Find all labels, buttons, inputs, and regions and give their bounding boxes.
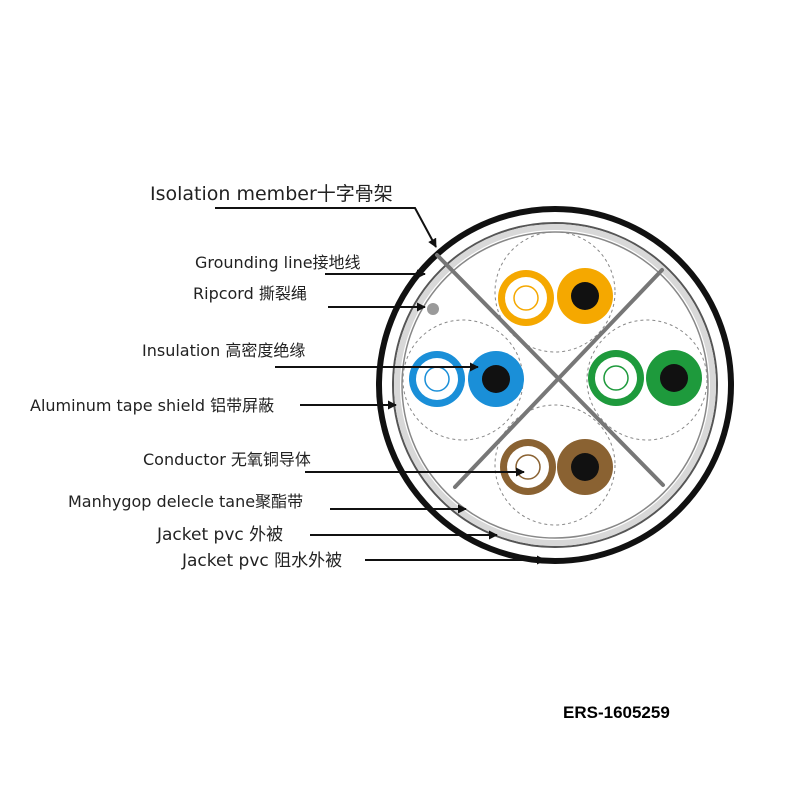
pair-boundary-top xyxy=(494,231,616,353)
polyester-tape-label: Manhygop delecle tane聚酯带 xyxy=(68,492,303,511)
ripcord-label: Ripcord 撕裂绳 xyxy=(193,284,307,303)
pair-blue xyxy=(409,351,524,407)
pair-boundary-right xyxy=(586,319,708,441)
pair-boundary-bottom xyxy=(494,404,616,526)
polyester-tape-ring xyxy=(394,224,716,546)
pair-orange xyxy=(498,268,613,326)
jacket-pvc-water-label: Jacket pvc 阻水外被 xyxy=(181,551,342,571)
isolation-member-leader xyxy=(215,207,437,248)
conductor-label: Conductor 无氧铜导体 xyxy=(143,450,311,469)
product-code: ERS-1605259 xyxy=(563,703,670,722)
jacket-pvc-label: Jacket pvc 外被 xyxy=(156,525,283,545)
pair-brown xyxy=(500,439,613,495)
isolation-member-label: Isolation member十字骨架 xyxy=(150,183,393,205)
ripcord-dot xyxy=(427,303,439,315)
pair-green xyxy=(588,350,702,406)
isolation-member-cross xyxy=(435,253,665,489)
insulation-label: Insulation 高密度绝缘 xyxy=(142,341,305,360)
aluminum-tape-label: Aluminum tape shield 铝带屏蔽 xyxy=(30,396,274,415)
grounding-line-label: Grounding line接地线 xyxy=(195,253,361,272)
